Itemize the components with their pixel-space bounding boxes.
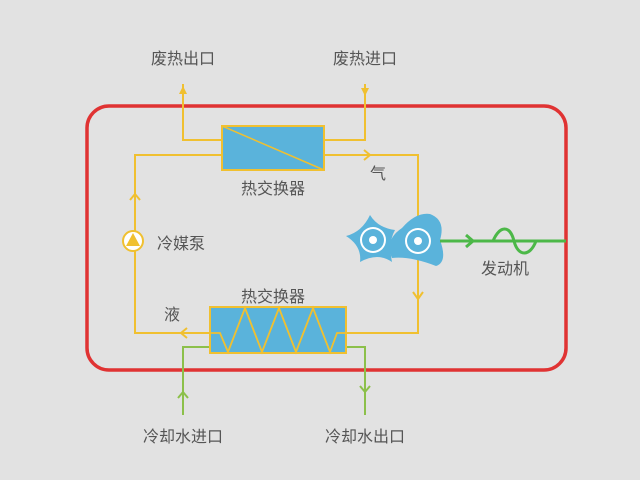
arrow-up-icon <box>177 390 189 399</box>
arrow-down-icon <box>412 291 424 301</box>
arrow-right-icon <box>363 149 372 161</box>
coolant-outlet-label: 冷却水出口 <box>324 427 406 446</box>
refrigerant-pump-icon[interactable] <box>122 230 144 252</box>
coolant-inlet-label: 冷却水进口 <box>142 427 224 446</box>
refrigerant-pump-label: 冷媒泵 <box>156 234 206 253</box>
arrow-down-icon <box>359 385 371 394</box>
gas-label: 气 <box>369 164 387 183</box>
engine-shaft <box>440 227 566 255</box>
bottom-heat-exchanger <box>209 305 347 355</box>
arrow-down-icon <box>361 88 369 96</box>
coolant-lines <box>182 346 366 415</box>
engine-label: 发动机 <box>480 259 530 278</box>
waste-heat-outlet-label: 废热出口 <box>150 49 216 68</box>
arrow-up-icon <box>129 192 141 201</box>
top-heat-exchanger-label: 热交换器 <box>240 179 306 198</box>
expander-turbine-icon <box>346 213 444 266</box>
system-boundary <box>85 104 568 372</box>
waste-heat-outlet-line <box>182 84 222 141</box>
waste-heat-inlet-label: 废热进口 <box>332 49 398 68</box>
bottom-heat-exchanger-label: 热交换器 <box>240 287 306 306</box>
arrow-left-icon <box>179 327 188 339</box>
top-heat-exchanger <box>221 125 325 171</box>
arrow-up-icon <box>179 86 187 94</box>
liquid-label: 液 <box>163 305 181 324</box>
waste-heat-lines <box>182 84 366 141</box>
waste-heat-inlet-line <box>324 84 366 141</box>
